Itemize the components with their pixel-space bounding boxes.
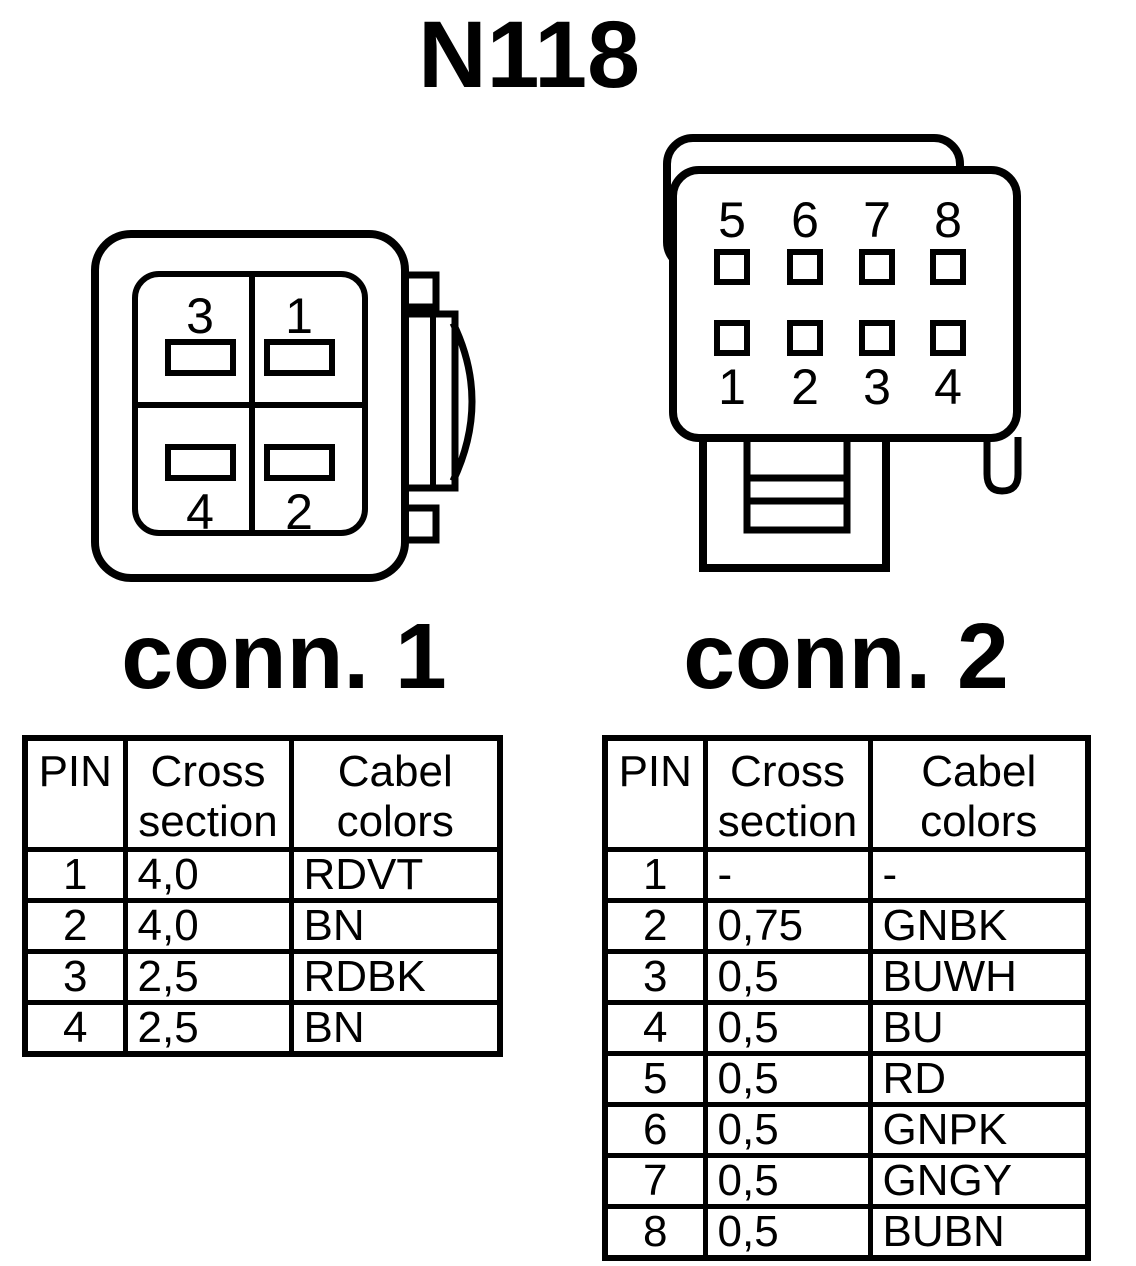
value-cell: BU	[867, 1000, 1091, 1056]
value-cell: GNPK	[867, 1102, 1091, 1158]
value-cell: 4,0	[122, 898, 294, 954]
conn1-inner-frame	[132, 271, 368, 536]
conn2-pin4-slot	[930, 320, 966, 356]
column-header: Cabel colors	[288, 735, 503, 852]
conn1-pin4-slot	[165, 444, 236, 481]
conn2-front-housing	[669, 166, 1021, 442]
column-header: Cross section	[122, 735, 294, 852]
table-row: 1--	[602, 847, 1091, 903]
conn2-pin1-slot	[714, 320, 750, 356]
value-cell: 0,5	[702, 1051, 873, 1107]
value-cell: GNGY	[867, 1153, 1091, 1209]
conn2-bottom-tab-inner	[743, 439, 851, 534]
conn2-pin2-slot	[787, 320, 823, 356]
conn2-pin5-slot	[714, 249, 750, 285]
pin-cell: 4	[22, 1000, 128, 1057]
conn2-pin6-number: 6	[791, 192, 819, 248]
value-cell: 4,0	[122, 847, 294, 903]
conn1-pin2-number: 2	[285, 484, 313, 540]
conn2-pin6-slot	[787, 249, 823, 285]
conn1-pin1-number: 1	[285, 288, 313, 344]
conn1-middle-tab-bulge	[449, 321, 476, 483]
pin-cell: 4	[602, 1000, 708, 1056]
column-header: PIN	[602, 735, 708, 852]
connector1-drawing: 3 1 4 2	[91, 230, 476, 582]
pin-cell: 7	[602, 1153, 708, 1209]
connector1-label: conn. 1	[121, 604, 447, 708]
value-cell: BUBN	[867, 1204, 1091, 1261]
value-cell: GNBK	[867, 898, 1091, 954]
value-cell: 0,5	[702, 1204, 873, 1261]
value-cell: RDVT	[288, 847, 503, 903]
pin-cell: 1	[22, 847, 128, 903]
conn2-pin3-number: 3	[863, 359, 891, 415]
value-cell: BN	[288, 1000, 503, 1057]
conn2-pin8-slot	[930, 249, 966, 285]
conn1-pin2-slot	[264, 444, 335, 481]
conn2-pin2-number: 2	[791, 359, 819, 415]
conn2-right-latch	[983, 437, 1022, 495]
pin-cell: 5	[602, 1051, 708, 1107]
conn2-pin1-number: 1	[718, 359, 746, 415]
value-cell: 0,5	[702, 1000, 873, 1056]
conn1-pin3-slot	[165, 339, 236, 376]
value-cell: -	[867, 847, 1091, 903]
conn2-pin5-number: 5	[718, 192, 746, 248]
conn2-pin4-number: 4	[934, 359, 962, 415]
pin-cell: 6	[602, 1102, 708, 1158]
column-header: Cabel colors	[867, 735, 1091, 852]
conn1-top-tab	[401, 271, 440, 311]
value-cell: BN	[288, 898, 503, 954]
value-cell: 0,5	[702, 1153, 873, 1209]
pin-cell: 2	[22, 898, 128, 954]
pin-cell: 1	[602, 847, 708, 903]
page-title: N118	[418, 2, 640, 108]
value-cell: -	[702, 847, 873, 903]
pin-cell: 3	[602, 949, 708, 1005]
value-cell: 0,5	[702, 949, 873, 1005]
value-cell: 2,5	[122, 949, 294, 1005]
value-cell: 0,5	[702, 1102, 873, 1158]
column-header: PIN	[22, 735, 128, 852]
value-cell: 2,5	[122, 1000, 294, 1057]
pin-cell: 2	[602, 898, 708, 954]
conn2-pin7-number: 7	[863, 192, 891, 248]
conn2-bottom-tab-outer	[699, 437, 890, 572]
conn1-bottom-tab	[401, 504, 440, 544]
column-header: Cross section	[702, 735, 873, 852]
conn2-pin8-number: 8	[934, 192, 962, 248]
value-cell: RD	[867, 1051, 1091, 1107]
conn1-pin4-number: 4	[186, 484, 214, 540]
conn1-pin3-number: 3	[186, 288, 214, 344]
value-cell: BUWH	[867, 949, 1091, 1005]
conn2-pin3-slot	[859, 320, 895, 356]
value-cell: 0,75	[702, 898, 873, 954]
conn1-pin1-slot	[264, 339, 335, 376]
value-cell: RDBK	[288, 949, 503, 1005]
connector2-label: conn. 2	[683, 604, 1009, 708]
pin-cell: 3	[22, 949, 128, 1005]
pin-cell: 8	[602, 1204, 708, 1261]
connector2-drawing: 5 6 7 8 1 2 3 4	[663, 134, 1022, 572]
conn2-pin7-slot	[859, 249, 895, 285]
